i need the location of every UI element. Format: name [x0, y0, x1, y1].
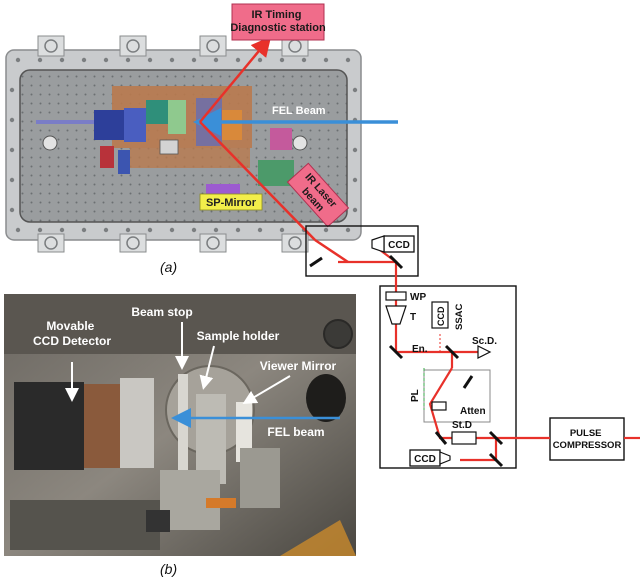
- en-label: En.: [412, 344, 428, 355]
- fel-beam-label-a: FEL Beam: [272, 105, 326, 117]
- atten-component: [431, 401, 447, 411]
- ccd-vertical-label: CCD: [436, 306, 446, 326]
- atten-label: Atten: [460, 406, 486, 417]
- ir-timing-label: IR Timing Diagnostic station: [230, 9, 326, 34]
- scd-label: Sc.D.: [472, 336, 497, 347]
- movable-ccd-label: Movable CCD Detector: [33, 319, 111, 348]
- ir-timing-box: [231, 3, 325, 41]
- wp-label: WP: [410, 292, 426, 303]
- arrow-sample-holder: [199, 345, 215, 390]
- scd-component: [477, 345, 492, 359]
- panel-a-table: [5, 35, 362, 253]
- beam-stop-label: Beam stop: [131, 305, 192, 319]
- telescope-component: [385, 305, 407, 325]
- sp-mirror-box: [199, 193, 263, 211]
- fel-beam-label-b: FEL beam: [267, 425, 324, 439]
- ccd-bottom-label: CCD: [414, 454, 436, 465]
- arrow-viewer-mirror: [242, 375, 291, 405]
- std-label: St.D: [452, 420, 472, 431]
- ccd-top-label: CCD: [388, 240, 410, 251]
- viewer-mirror-label: Viewer Mirror: [260, 359, 337, 373]
- t-label: T: [410, 312, 416, 323]
- caption-b: (b): [160, 561, 177, 577]
- std-component: [451, 431, 477, 445]
- sp-mirror-label: SP-Mirror: [206, 197, 257, 209]
- ssac-label: SSAC: [454, 303, 465, 330]
- sample-holder-label: Sample holder: [197, 329, 280, 343]
- pl-label: PL: [410, 389, 421, 402]
- mirrors: [309, 254, 504, 468]
- ir-laser-path-a: [199, 36, 349, 264]
- frame-bolts: [9, 57, 358, 233]
- pulse-compressor-label: PULSE COMPRESSOR: [553, 428, 622, 451]
- panel-b-photo: [4, 294, 356, 556]
- wp-component: [385, 291, 407, 301]
- caption-a: (a): [160, 259, 177, 275]
- ccd-vertical-box: [431, 301, 449, 329]
